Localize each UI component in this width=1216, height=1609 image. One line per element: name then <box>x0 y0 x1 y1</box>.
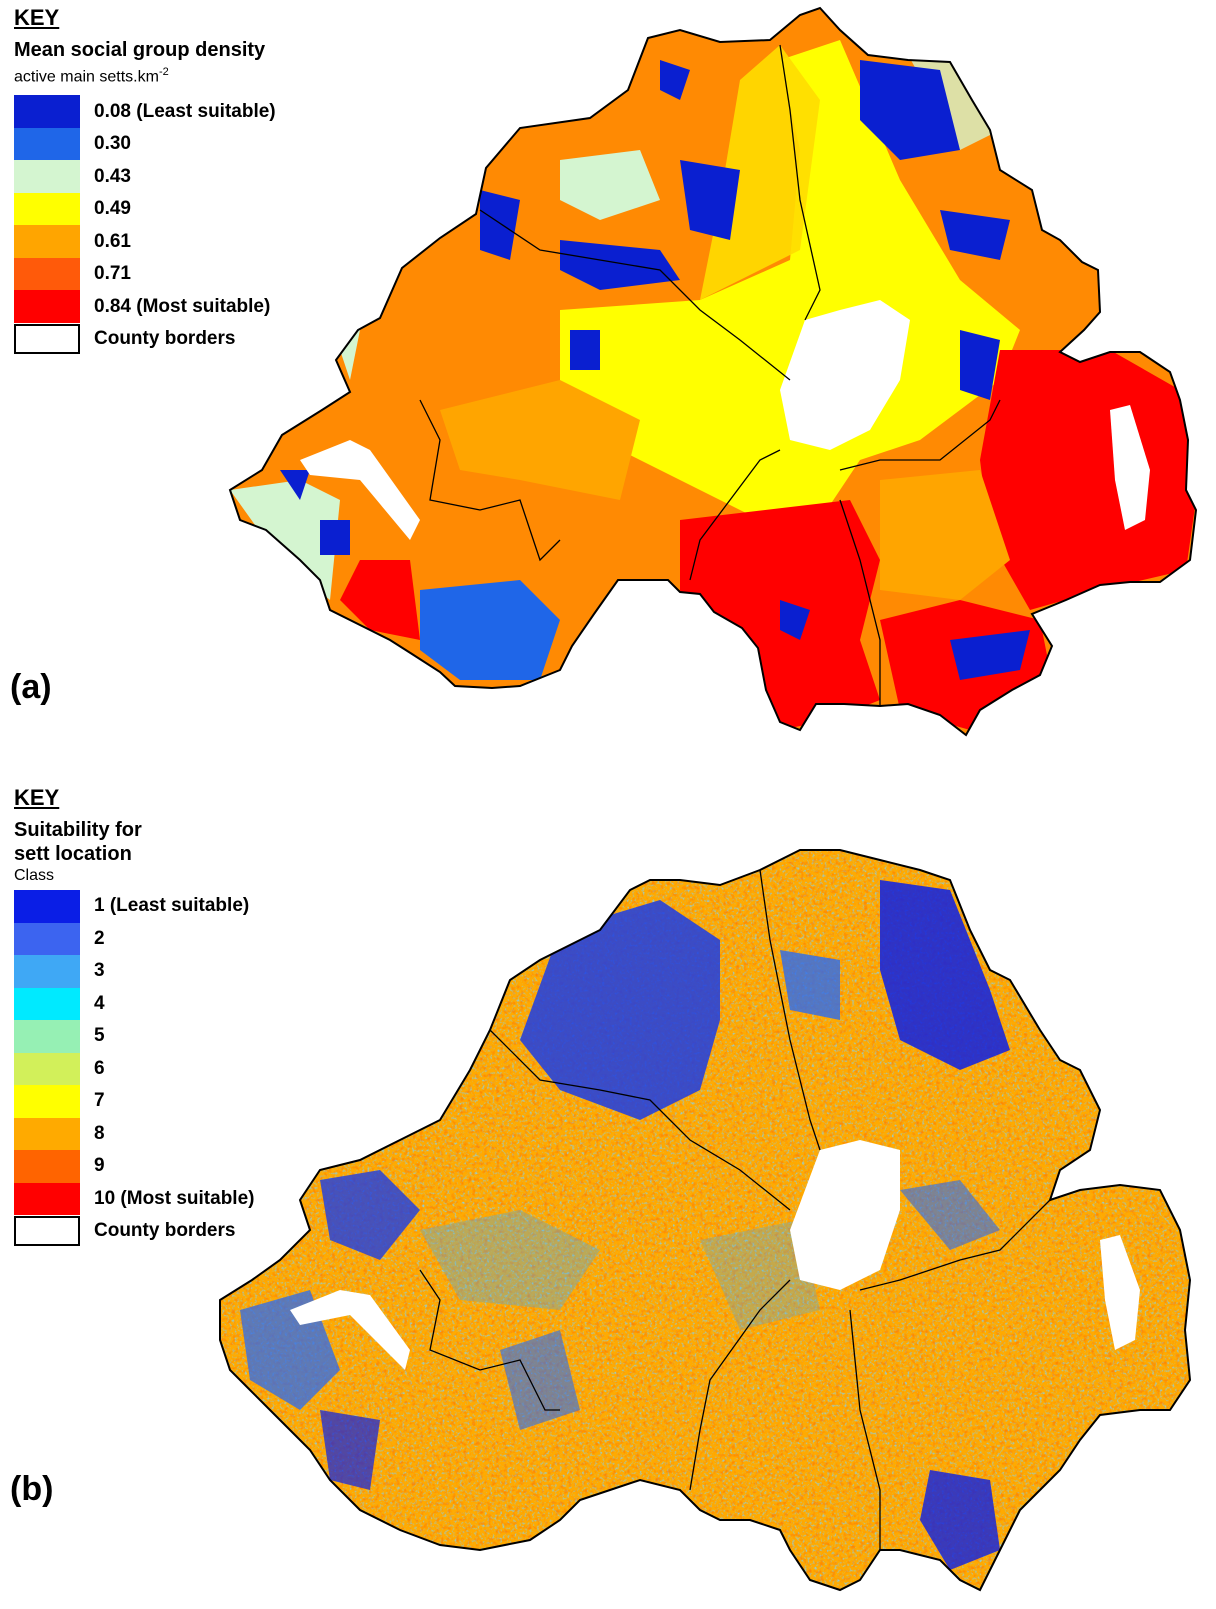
b-legend-swatch <box>14 987 80 1020</box>
legend-a-items: 0.08 (Least suitable) 0.30 0.43 0.49 0.61 0.7… <box>14 95 276 355</box>
a-legend-item: 0.49 <box>14 192 276 226</box>
map-b-fill <box>220 850 1190 1590</box>
b-legend-swatch <box>14 1020 80 1053</box>
b-legend-item: 1 (Least suitable) <box>14 890 254 923</box>
b-legend-swatch <box>14 1117 80 1150</box>
a-legend-item: 0.61 <box>14 225 276 258</box>
b-legend-swatch <box>14 922 80 955</box>
a-legend-label: County borders <box>94 328 236 350</box>
a-legend-label: 0.08 (Least suitable) <box>94 100 276 122</box>
a-legend-swatch <box>14 257 80 291</box>
legend-a-subtitle: active main setts.km-2 <box>14 62 276 87</box>
map-a-fill <box>230 8 1196 735</box>
map-a <box>228 6 1198 737</box>
b-legend-item: County borders <box>14 1215 254 1248</box>
a-legend-label: 0.84 (Most suitable) <box>94 295 271 317</box>
b-legend-swatch <box>14 1052 80 1085</box>
a-legend-swatch <box>14 160 80 193</box>
a-legend-label: 0.49 <box>94 198 131 220</box>
b-legend-label: 1 (Least suitable) <box>94 895 250 917</box>
b-legend-label: 8 <box>94 1122 105 1144</box>
a-legend-item: 0.43 <box>14 160 276 193</box>
panel-b-label: (b) <box>10 1470 54 1508</box>
b-legend-label: 7 <box>94 1090 105 1112</box>
legend-b-title-line2: sett location <box>14 843 132 865</box>
legend-b-heading: KEY <box>14 785 60 810</box>
b-legend-swatch <box>14 1150 80 1183</box>
b-legend-swatch <box>14 955 80 988</box>
b-legend-item: 6 <box>14 1052 254 1085</box>
b-legend-label: 10 (Most suitable) <box>94 1187 255 1209</box>
b-legend-item: 2 <box>14 922 254 955</box>
b-legend-swatch <box>14 1085 80 1118</box>
map-b-county-borders <box>419 869 1051 1550</box>
legend-b: KEY Suitability for sett location Class … <box>14 786 254 1248</box>
a-legend-swatch <box>14 324 80 355</box>
b-legend-swatch <box>14 1216 80 1247</box>
a-legend-swatch <box>14 192 80 226</box>
b-legend-label: 4 <box>94 992 105 1014</box>
panel-a-label: (a) <box>10 668 52 706</box>
legend-b-items: 1 (Least suitable) 2 3 4 5 6 7 8 9 10 (Most suita… <box>14 890 254 1248</box>
legend-b-title-line1: Suitability for <box>14 819 142 841</box>
b-legend-swatch <box>14 1182 80 1215</box>
b-legend-label: County borders <box>94 1220 236 1242</box>
panel-b: KEY Suitability for sett location Class … <box>0 786 1216 1609</box>
b-legend-swatch <box>14 890 80 923</box>
a-legend-item: 0.08 (Least suitable) <box>14 95 276 128</box>
b-legend-label: 2 <box>94 927 105 949</box>
a-legend-swatch <box>14 127 80 161</box>
a-legend-label: 0.71 <box>94 263 131 285</box>
legend-a: KEY Mean social group density active mai… <box>14 6 276 355</box>
legend-a-heading: KEY <box>14 5 60 30</box>
b-legend-item: 4 <box>14 987 254 1020</box>
a-legend-item: 0.30 <box>14 127 276 161</box>
b-legend-item: 10 (Most suitable) <box>14 1182 255 1215</box>
a-legend-item: 0.84 (Most suitable) <box>14 290 276 323</box>
b-legend-item: 9 <box>14 1150 254 1183</box>
a-legend-swatch <box>14 95 80 128</box>
b-legend-item: 8 <box>14 1117 254 1150</box>
a-legend-item: County borders <box>14 323 276 356</box>
b-legend-label: 9 <box>94 1155 105 1177</box>
a-legend-label: 0.61 <box>94 230 131 252</box>
b-legend-item: 3 <box>14 955 254 988</box>
b-legend-label: 3 <box>94 960 105 982</box>
legend-b-subtitle: Class <box>14 867 55 884</box>
legend-a-title: Mean social group density <box>14 39 266 61</box>
a-legend-swatch <box>14 290 80 323</box>
b-legend-item: 7 <box>14 1085 254 1118</box>
map-b <box>219 849 1192 1592</box>
b-legend-item: 5 <box>14 1020 254 1053</box>
a-legend-item: 0.71 <box>14 257 276 291</box>
legend-a-subtitle-sup: -2 <box>158 66 169 78</box>
a-legend-label: 0.43 <box>94 165 131 187</box>
map-b-outline <box>219 849 1192 1592</box>
b-legend-label: 5 <box>94 1025 105 1047</box>
panel-a: KEY Mean social group density active mai… <box>0 0 1216 780</box>
map-a-outline <box>228 6 1198 737</box>
b-legend-label: 6 <box>94 1057 105 1079</box>
legend-a-subtitle-text: active main setts.km <box>14 68 159 86</box>
a-legend-label: 0.30 <box>94 133 131 155</box>
map-a-county-borders <box>419 44 1001 706</box>
a-legend-swatch <box>14 225 80 258</box>
